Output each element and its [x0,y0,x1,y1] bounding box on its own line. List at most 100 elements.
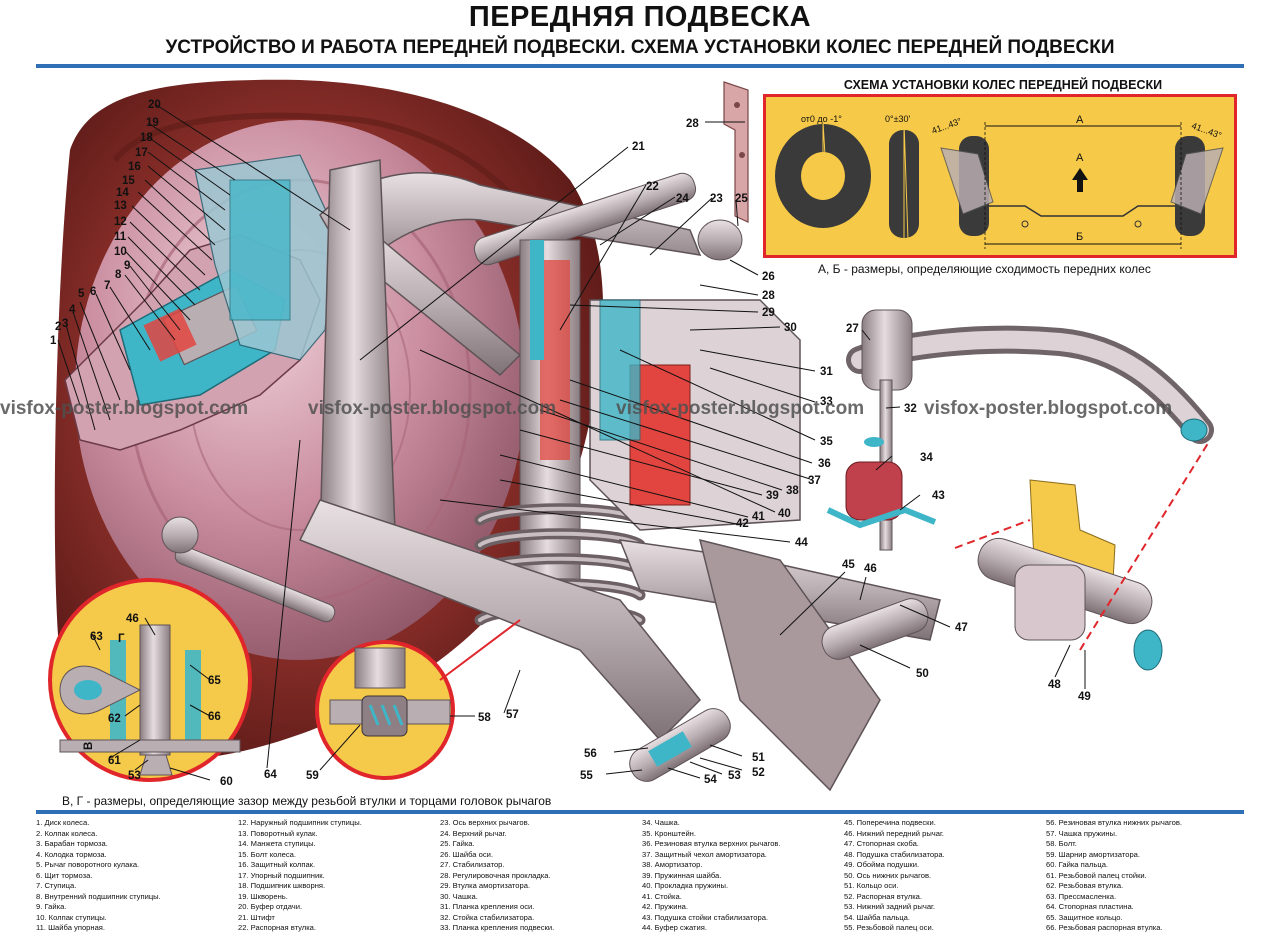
legend-item: 9. Гайка. [36,902,67,911]
legend-item: 11. Шайба упорная. [36,923,106,932]
callout-18: 18 [140,132,153,144]
callout-45: 45 [842,559,855,571]
legend-item: 35. Кронштейн. [642,828,696,838]
toe-top-view: А Б А 41...43° 41...43° [930,114,1224,249]
stabilizer-bushing-detail [954,439,1211,671]
watermark-2: visfox-poster.blogspot.com [308,398,557,419]
callout-17: 17 [135,147,148,159]
legend-item: 15. Болт колеса. [238,849,296,859]
inset-circle-lower-joint: Г В [48,578,252,782]
parts-legend: 1. Диск колеса. 2. Колпак колеса. 3. Бар… [36,818,1244,943]
hub-cutaway [64,154,336,451]
callout-56: 56 [584,748,597,760]
legend-item: 44. Буфер сжатия. [642,923,707,932]
legend-item: 5. Рычаг поворотного кулака. [36,860,140,869]
caster-tire-side-view: 0°±30' [885,114,919,241]
callout-11: 11 [114,231,127,243]
callout-57: 57 [506,709,519,721]
arrow-label: А [1076,152,1084,164]
callout-54: 54 [704,774,717,786]
legend-item: 8. Внутренний подшипник ступицы. [36,891,161,901]
stabilizer-bar [826,309,1214,551]
legend-item: 59. Шарнир амортизатора. [1046,849,1140,859]
callout-41: 41 [752,511,765,523]
legend-item: 4. Колодка тормоза. [36,849,107,859]
callout-65: 65 [208,675,221,687]
legend-item: 25. Гайка. [440,839,475,848]
callout-39: 39 [766,490,779,502]
legend-item: 63. Прессмасленка. [1046,891,1117,901]
leader-lines [57,103,1086,781]
legend-item: 22. Распорная втулка. [238,923,317,932]
legend-column-6: 56. Резиновая втулка нижних рычагов. 57.… [1046,818,1246,934]
legend-item: 49. Обойма подушки. [844,860,920,869]
callout-15: 15 [122,175,135,187]
callout-36: 36 [818,458,831,470]
callout-50: 50 [916,668,929,680]
legend-item: 26. Шайба оси. [440,849,493,859]
legend-item: 10. Колпак ступицы. [36,912,107,922]
callout-16: 16 [128,161,141,173]
callout-33: 33 [820,396,833,408]
dim-a-top: А [1076,114,1084,126]
wheel-alignment-schema: от0 до -1° 0°±30' А Б А 41...43° 41...43… [763,94,1237,258]
legend-item: 65. Защитное кольцо. [1046,912,1123,922]
lower-arms [298,499,941,792]
callout-3: 3 [62,318,68,330]
legend-item: 66. Резьбовая распорная втулка. [1046,923,1163,932]
legend-item: 55. Резьбовой палец оси. [844,923,934,932]
legend-item: 50. Ось нижних рычагов. [844,870,932,880]
adjusting-shim [723,81,749,223]
callout-66: 66 [208,711,221,723]
callout-48: 48 [1048,679,1061,691]
top-rule [36,64,1244,68]
legend-item: 34. Чашка. [642,818,680,827]
tie-rod [161,516,336,623]
legend-item: 56. Резиновая втулка нижних рычагов. [1046,818,1182,827]
callout-5: 5 [78,288,85,300]
legend-item: 30. Чашка. [440,891,478,901]
callout-30: 30 [784,322,797,334]
legend-item: 20. Буфер отдачи. [238,902,303,911]
legend-item: 33. Планка крепления подвески. [440,923,555,932]
legend-item: 61. Резьбовой палец стойки. [1046,870,1147,880]
callout-25: 25 [735,193,748,205]
caster-label: 0°±30' [885,114,911,124]
legend-item: 39. Пружинная шайба. [642,870,722,880]
camber-tire-front-view: от0 до -1° [775,114,871,228]
callout-51: 51 [752,752,765,764]
callout-31: 31 [820,366,833,378]
callout-20: 20 [148,99,161,111]
callout-14: 14 [116,187,129,199]
legend-item: 18. Подшипник шкворня. [238,881,326,890]
callout-53: 53 [728,770,741,782]
legend-column-5: 45. Поперечина подвески. 46. Нижний пере… [844,818,1044,934]
callout-55: 55 [580,770,593,782]
schema-title: СХЕМА УСТАНОВКИ КОЛЕС ПЕРЕДНЕЙ ПОДВЕСКИ [843,78,1163,92]
legend-item: 3. Барабан тормоза. [36,839,108,848]
legend-item: 54. Шайба пальца. [844,912,911,922]
legend-item: 51. Кольцо оси. [844,881,899,890]
shock-spring-assembly [474,239,646,626]
callout-44: 44 [795,537,808,549]
callout-9: 9 [124,260,130,272]
legend-column-1: 1. Диск колеса. 2. Колпак колеса. 3. Бар… [36,818,236,934]
callout-62: 62 [108,713,121,725]
callout-52: 52 [752,767,765,779]
legend-item: 43. Подушка стойки стабилизатора. [642,912,769,922]
watermark-4: visfox-poster.blogspot.com [924,398,1173,419]
page-subtitle: УСТРОЙСТВО И РАБОТА ПЕРЕДНЕЙ ПОДВЕСКИ. С… [165,37,1115,58]
callout-32: 32 [904,403,917,415]
legend-item: 17. Упорный подшипник. [238,870,325,880]
legend-item: 6. Щит тормоза. [36,870,93,880]
watermark-1: visfox-poster.blogspot.com [0,398,249,419]
callout-46: 46 [864,563,877,575]
callout-2: 2 [55,321,61,333]
legend-item: 27. Стабилизатор. [440,860,505,869]
callout-7: 7 [104,280,110,292]
callout-29: 29 [762,307,775,319]
callout-35: 35 [820,436,833,448]
legend-item: 42. Пружина. [642,902,688,911]
inset-dim-v: В [83,742,95,750]
